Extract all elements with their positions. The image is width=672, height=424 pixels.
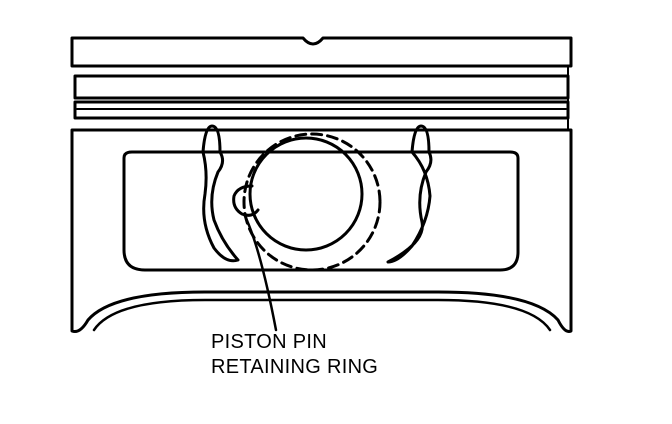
retaining-ring-notch	[232, 184, 260, 217]
skirt-inner-edge	[92, 298, 552, 332]
compression-ring-upper	[73, 74, 570, 100]
callout-leader-line	[242, 212, 278, 332]
pin-boss-recess	[122, 150, 520, 272]
callout-label-line-2: RETAINING RING	[211, 356, 379, 378]
piston-pin-bore	[248, 136, 364, 252]
piston-crown	[70, 36, 573, 68]
retaining-ring	[242, 132, 382, 272]
piston-skirt	[70, 128, 573, 333]
callout-label-line-1: PISTON PIN	[211, 331, 327, 353]
pin-boss-right	[386, 124, 433, 264]
pin-boss-left	[201, 124, 240, 263]
